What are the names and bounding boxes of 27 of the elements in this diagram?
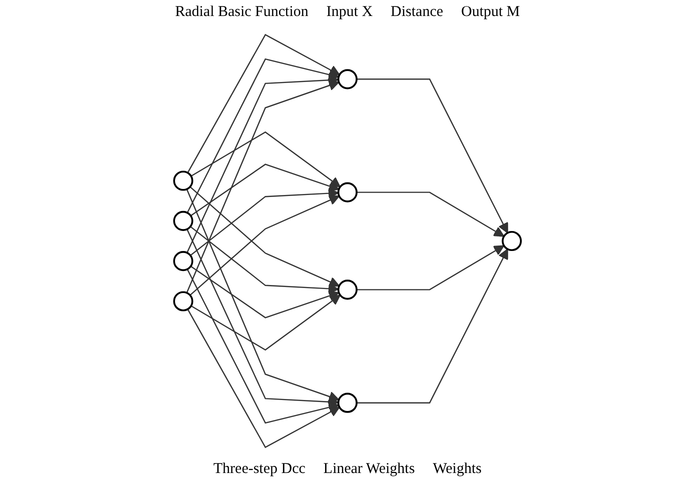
layer-label: Radial Basic Function (175, 4, 308, 21)
layer-label: Output M (461, 4, 520, 21)
arrow (356, 245, 504, 290)
layer-label: Three-step Dcc (213, 461, 306, 478)
arrow (186, 188, 340, 402)
arrow (190, 294, 341, 351)
arrow (187, 34, 340, 174)
arrow (186, 228, 339, 408)
layer-label: Distance (390, 4, 444, 21)
arrow (190, 188, 339, 256)
arrow (190, 195, 340, 296)
arrow (187, 308, 340, 448)
layer-label: Input X (326, 4, 373, 21)
arrow (190, 186, 340, 287)
arrow (186, 74, 339, 254)
arrow (356, 248, 508, 404)
arrow (356, 192, 504, 237)
arrow (186, 80, 340, 294)
arrow (190, 266, 340, 318)
arrow (190, 131, 341, 188)
arrow (186, 268, 340, 424)
arrow (356, 78, 508, 234)
arrow (190, 164, 340, 216)
arrow (186, 58, 340, 214)
layer-label: Linear Weights (323, 461, 415, 478)
arrow (190, 226, 339, 294)
layer-label: Weights (432, 461, 482, 478)
